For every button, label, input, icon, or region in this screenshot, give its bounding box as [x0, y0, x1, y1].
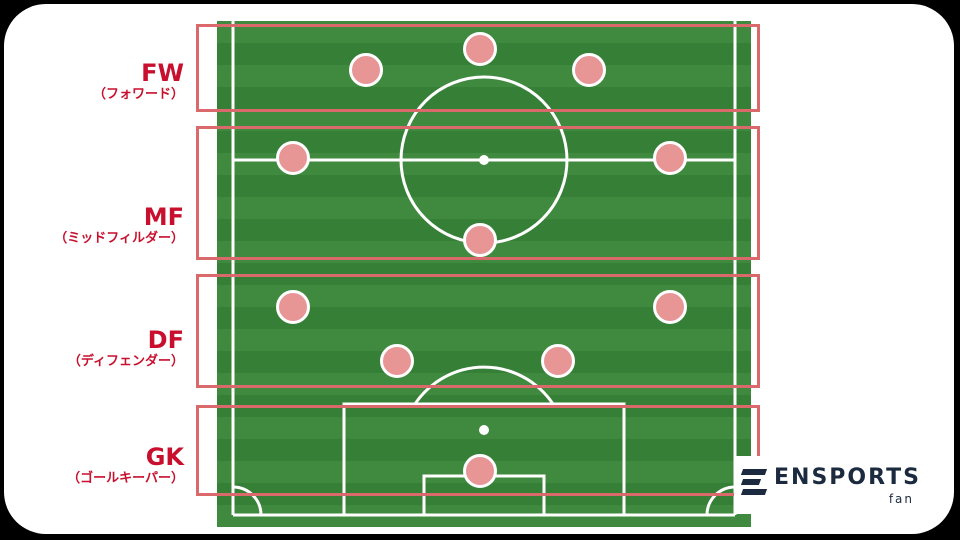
- diagram-card: FW （フォワード） MF （ミッドフィルダー） DF （ディフェンダー） GK…: [4, 4, 954, 534]
- logo-sub-text: fan: [888, 492, 914, 506]
- label-mf: MF （ミッドフィルダー）: [54, 204, 184, 248]
- player-df-right-center: [541, 344, 575, 378]
- zone-gk: [196, 405, 760, 496]
- player-df-left-wide: [276, 290, 310, 324]
- player-mf-center: [463, 223, 497, 257]
- player-fw-left: [349, 53, 383, 87]
- label-gk-name: （ゴールキーパー）: [67, 471, 184, 486]
- label-df: DF （ディフェンダー）: [68, 327, 184, 371]
- ensports-logo: ENSPORTS fan: [734, 456, 928, 514]
- label-gk-code: GK: [145, 443, 184, 471]
- label-fw-code: FW: [141, 59, 184, 87]
- player-df-left-center: [380, 344, 414, 378]
- penalty-spot: [479, 425, 489, 435]
- center-spot: [479, 155, 489, 165]
- player-gk: [463, 454, 497, 488]
- label-df-name: （ディフェンダー）: [67, 354, 184, 369]
- zone-fw: [196, 24, 760, 112]
- player-mf-left: [276, 141, 310, 175]
- label-mf-code: MF: [143, 203, 184, 231]
- player-fw-right: [572, 53, 606, 87]
- player-df-right-wide: [653, 290, 687, 324]
- logo-brand-text: ENSPORTS: [774, 465, 921, 490]
- label-df-code: DF: [147, 326, 184, 354]
- player-fw-center: [463, 32, 497, 66]
- zone-df: [196, 274, 760, 388]
- logo-mark-icon: [740, 469, 768, 495]
- label-fw-name: （フォワード）: [92, 87, 184, 102]
- zone-mf: [196, 126, 760, 260]
- label-fw: FW （フォワード）: [93, 60, 184, 104]
- label-gk: GK （ゴールキーパー）: [67, 444, 184, 488]
- player-mf-right: [653, 141, 687, 175]
- label-mf-name: （ミッドフィルダー）: [54, 231, 184, 246]
